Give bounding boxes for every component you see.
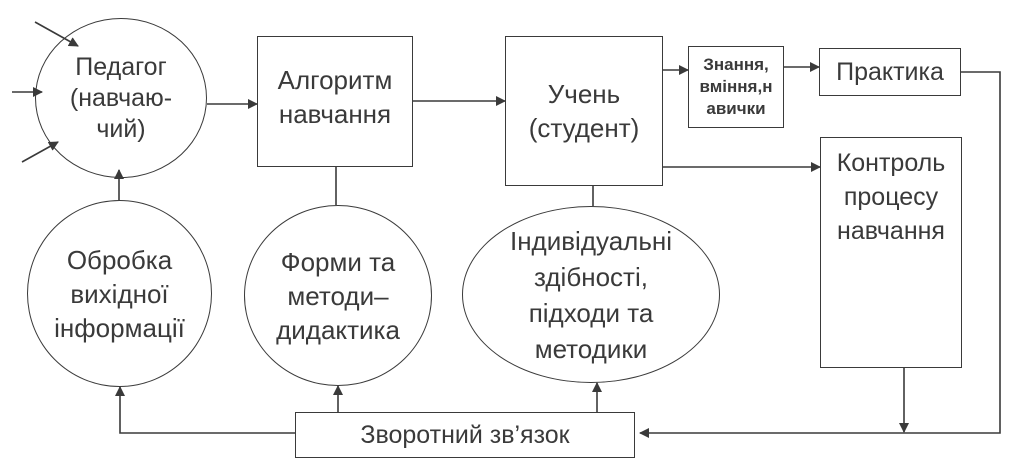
forms-label: Форми та методи– дидактика <box>276 246 400 345</box>
algorithm-box: Алгоритм навчання <box>257 36 413 167</box>
knowledge-label: Знання, вміння,н авички <box>699 55 773 118</box>
knowledge-box: Знання, вміння,н авички <box>688 46 784 128</box>
student-label: Учень (студент) <box>528 79 640 143</box>
individual-label: Індивідуальні здібності, підходи та мето… <box>509 225 673 364</box>
algorithm-label: Алгоритм навчання <box>277 65 393 129</box>
student-box: Учень (студент) <box>505 36 663 186</box>
feedback-label: Зворотний зв’язок <box>360 420 570 449</box>
practice-box: Практика <box>819 48 961 96</box>
practice-feedback-line <box>639 71 1001 438</box>
practice-label: Практика <box>836 57 944 86</box>
teacher-label: Педагог (навчаю- чий) <box>69 52 173 143</box>
processing-ellipse: Обробка вихідної інформації <box>27 200 212 387</box>
control-box: Контроль процесу навчання <box>820 137 962 368</box>
processing-label: Обробка вихідної інформації <box>54 244 185 343</box>
forms-ellipse: Форми та методи– дидактика <box>244 205 432 386</box>
control-label: Контроль процесу навчання <box>836 149 946 245</box>
teacher-ellipse: Педагог (навчаю- чий) <box>35 18 207 178</box>
individual-ellipse: Індивідуальні здібності, підходи та мето… <box>462 206 720 383</box>
feedback-box: Зворотний зв’язок <box>295 412 635 458</box>
feedback-to-processing <box>115 386 295 434</box>
